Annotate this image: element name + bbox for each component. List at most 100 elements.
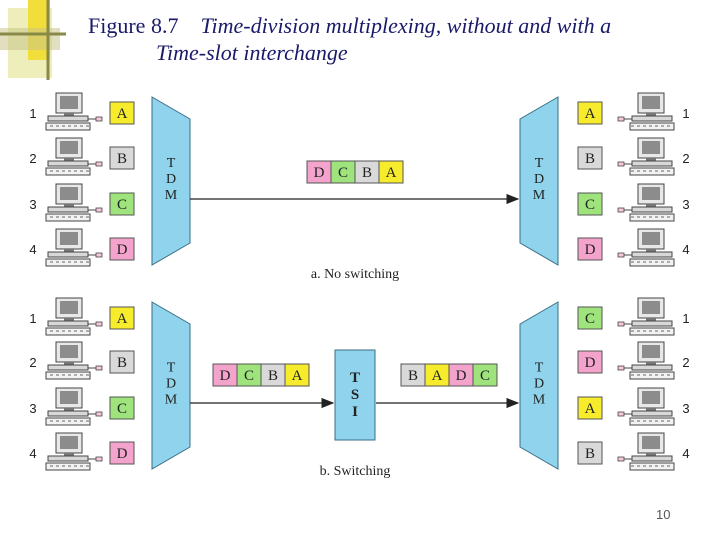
slot-box bbox=[109, 192, 135, 216]
tdm-label-letter: D bbox=[166, 172, 176, 187]
tdm-label-letter: M bbox=[533, 393, 546, 408]
slot-label: B bbox=[268, 368, 278, 384]
slot-label: C bbox=[585, 197, 595, 213]
slot-label: A bbox=[292, 368, 303, 384]
tsi-label-letter: I bbox=[352, 404, 358, 420]
tdm-multiplexer bbox=[519, 301, 559, 470]
tdm-label-letter: T bbox=[535, 361, 544, 376]
slot-box bbox=[109, 396, 135, 420]
slot-label: B bbox=[585, 446, 595, 462]
slot-box bbox=[577, 101, 603, 125]
right-port-number: 2 bbox=[682, 355, 689, 370]
slot-box bbox=[577, 306, 603, 330]
right-port-number: 3 bbox=[682, 401, 689, 416]
tdm-label-letter: T bbox=[167, 361, 176, 376]
slot-label: B bbox=[408, 368, 418, 384]
slot-box bbox=[109, 306, 135, 330]
slot-box bbox=[109, 146, 135, 170]
slot-label: B bbox=[585, 151, 595, 167]
slot-label: C bbox=[480, 368, 490, 384]
slot-label: A bbox=[117, 106, 128, 122]
slot-label: D bbox=[314, 165, 325, 181]
slot-label: A bbox=[432, 368, 443, 384]
page-number: 10 bbox=[656, 507, 671, 522]
computer-icon bbox=[617, 183, 675, 222]
slot-label: D bbox=[585, 355, 596, 371]
tdm-label-letter: D bbox=[534, 172, 544, 187]
slot-box bbox=[577, 146, 603, 170]
slot-label: D bbox=[585, 242, 596, 258]
tdm-label-letter: M bbox=[165, 393, 178, 408]
slot-box bbox=[577, 237, 603, 261]
right-port-number: 3 bbox=[682, 197, 689, 212]
computer-icon bbox=[617, 387, 675, 426]
computer-icon bbox=[617, 297, 675, 336]
left-port-number: 1 bbox=[29, 106, 36, 121]
left-port-number: 1 bbox=[29, 311, 36, 326]
slot-label: C bbox=[585, 311, 595, 327]
tdm-multiplexer bbox=[519, 96, 559, 266]
slot-label: D bbox=[117, 242, 128, 258]
tdm-label-letter: T bbox=[535, 156, 544, 171]
slot-box bbox=[284, 363, 310, 387]
slot-label: D bbox=[456, 368, 467, 384]
computer-icon bbox=[45, 297, 103, 336]
left-port-number: 4 bbox=[29, 446, 36, 461]
slot-label: D bbox=[117, 446, 128, 462]
computer-icon bbox=[45, 228, 103, 267]
tsi-label-letter: S bbox=[351, 387, 359, 403]
panel-caption-no-switching: a. No switching bbox=[311, 267, 399, 282]
slot-label: D bbox=[220, 368, 231, 384]
tdm-label-letter: D bbox=[534, 377, 544, 392]
figure-title: Figure 8.7 Time-division multiplexing, w… bbox=[88, 12, 688, 66]
left-port-number: 2 bbox=[29, 355, 36, 370]
tdm-label-letter: M bbox=[165, 188, 178, 203]
computer-icon bbox=[617, 432, 675, 471]
right-port-number: 4 bbox=[682, 242, 689, 257]
tdm-multiplexer bbox=[151, 301, 191, 470]
figure-caption-line1: Time-division multiplexing, without and … bbox=[200, 13, 612, 38]
slot-label: B bbox=[362, 165, 372, 181]
slot-label: C bbox=[117, 401, 127, 417]
slot-box bbox=[577, 441, 603, 465]
slot-box bbox=[109, 350, 135, 374]
slot-label: C bbox=[117, 197, 127, 213]
slot-box bbox=[378, 160, 404, 184]
left-port-number: 3 bbox=[29, 401, 36, 416]
slot-box bbox=[109, 441, 135, 465]
computer-icon bbox=[45, 432, 103, 471]
left-port-number: 3 bbox=[29, 197, 36, 212]
tdm-multiplexer bbox=[151, 96, 191, 266]
computer-icon bbox=[45, 92, 103, 131]
slot-label: B bbox=[117, 151, 127, 167]
right-port-number: 4 bbox=[682, 446, 689, 461]
slot-box bbox=[109, 237, 135, 261]
tdm-label-letter: M bbox=[533, 188, 546, 203]
slot-label: A bbox=[117, 311, 128, 327]
slot-label: A bbox=[386, 165, 397, 181]
tsi-label-letter: T bbox=[350, 370, 360, 386]
slot-box bbox=[577, 192, 603, 216]
tdm-label-letter: T bbox=[167, 156, 176, 171]
slot-label: A bbox=[585, 106, 596, 122]
slot-label: B bbox=[117, 355, 127, 371]
tsi-block bbox=[334, 349, 376, 441]
slot-label: C bbox=[244, 368, 254, 384]
computer-icon bbox=[45, 387, 103, 426]
figure-number: Figure 8.7 bbox=[88, 13, 179, 38]
left-port-number: 4 bbox=[29, 242, 36, 257]
panel-caption-switching: b. Switching bbox=[320, 464, 391, 479]
figure-caption-line2: Time-slot interchange bbox=[156, 40, 348, 65]
slide-corner-decoration bbox=[0, 0, 66, 80]
computer-icon bbox=[45, 137, 103, 176]
slot-box bbox=[109, 101, 135, 125]
computer-icon bbox=[617, 341, 675, 380]
right-port-number: 1 bbox=[682, 106, 689, 121]
slot-box bbox=[577, 396, 603, 420]
computer-icon bbox=[617, 137, 675, 176]
computer-icon bbox=[617, 92, 675, 131]
right-port-number: 1 bbox=[682, 311, 689, 326]
right-port-number: 2 bbox=[682, 151, 689, 166]
